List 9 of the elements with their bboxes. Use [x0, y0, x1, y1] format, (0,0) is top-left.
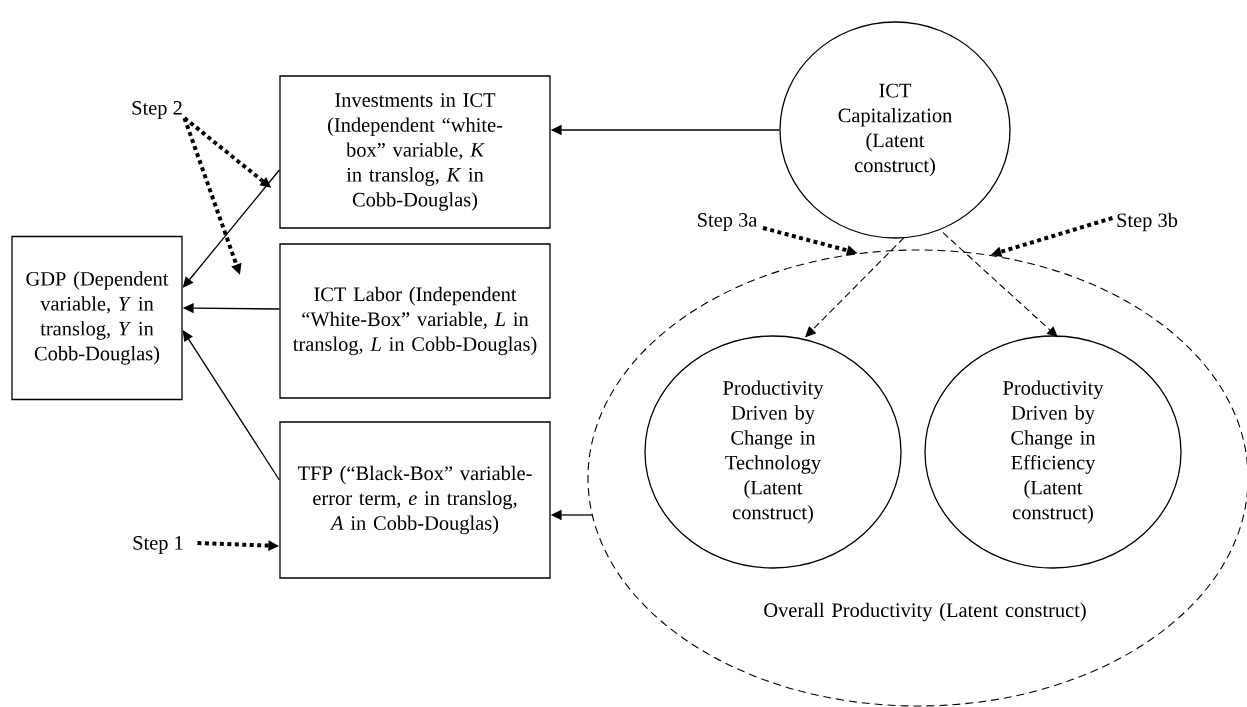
- arrow: [182, 330, 280, 481]
- step-label: Step 1: [133, 536, 183, 554]
- variable-box: GDP (Dependent variable, Y in translog, Y in Cobb-Douglas): [11, 235, 183, 401]
- step-label: Step 3b: [1117, 212, 1178, 232]
- step-label: Step 3a: [698, 213, 758, 231]
- variable-box: ICT Labor (Independent “White-Box” variable, L in translog, L in Cobb-Douglas): [279, 243, 551, 399]
- variable-box: TFP (“Black-Box” variable- error term, e in translog, A in Cobb-Douglas): [279, 421, 551, 579]
- step-label: Step 2: [132, 101, 182, 119]
- variable-box: Investments in ICT (Independent “white-box” variable, K in translog, K in Cobb-Douglas): [279, 75, 551, 229]
